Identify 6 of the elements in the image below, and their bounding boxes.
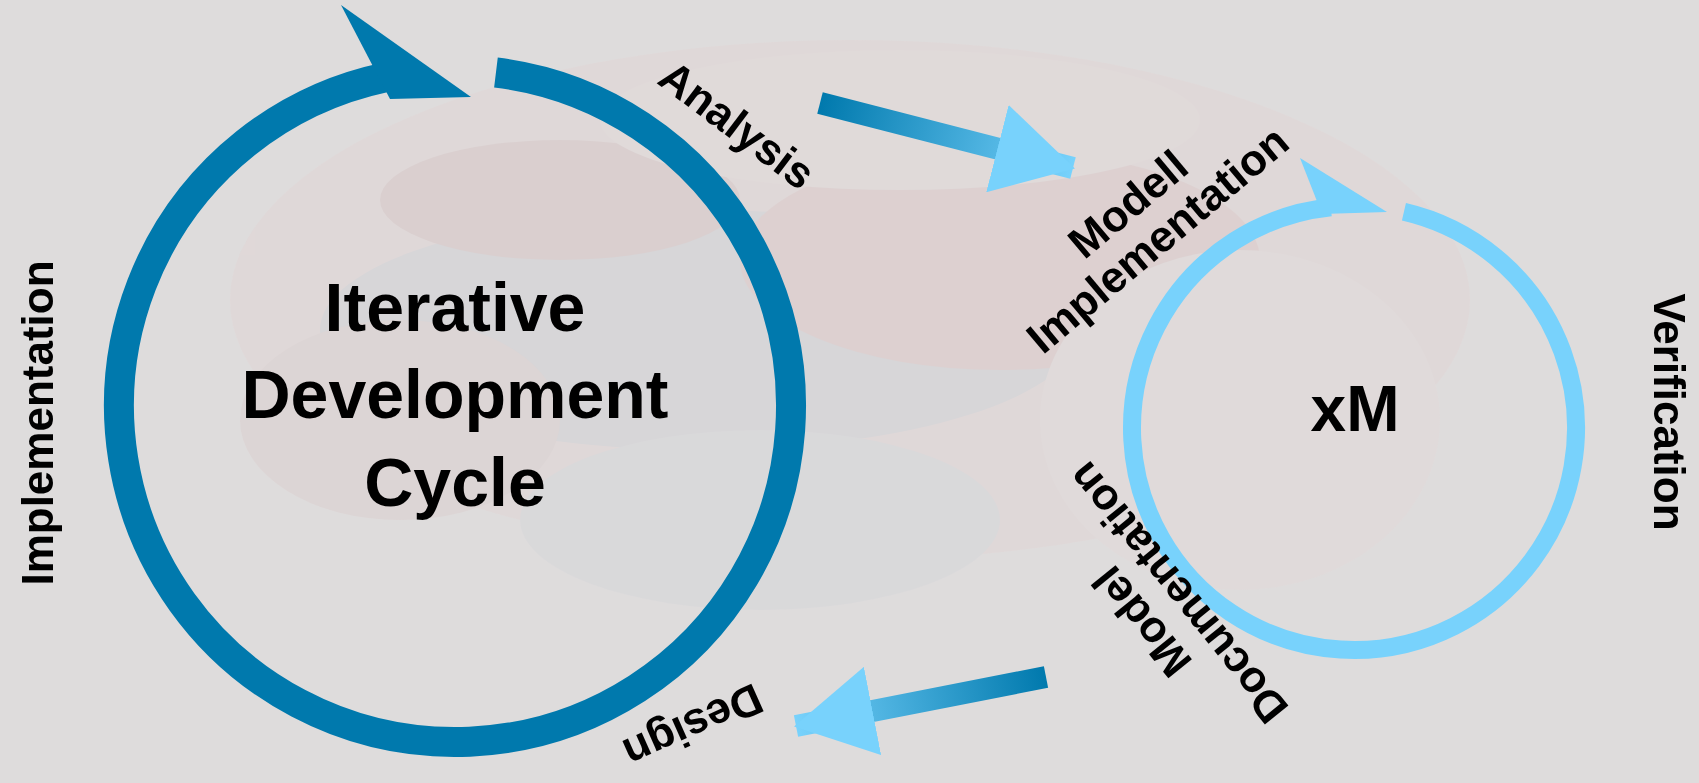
cycle-title: Iterative Development Cycle [240, 268, 670, 522]
arrow [817, 92, 1076, 193]
cycle-title: xM [1310, 372, 1400, 448]
phase-label: Verification [1645, 293, 1693, 531]
arrow [793, 666, 1049, 756]
phase-label: Implementation [14, 260, 62, 586]
